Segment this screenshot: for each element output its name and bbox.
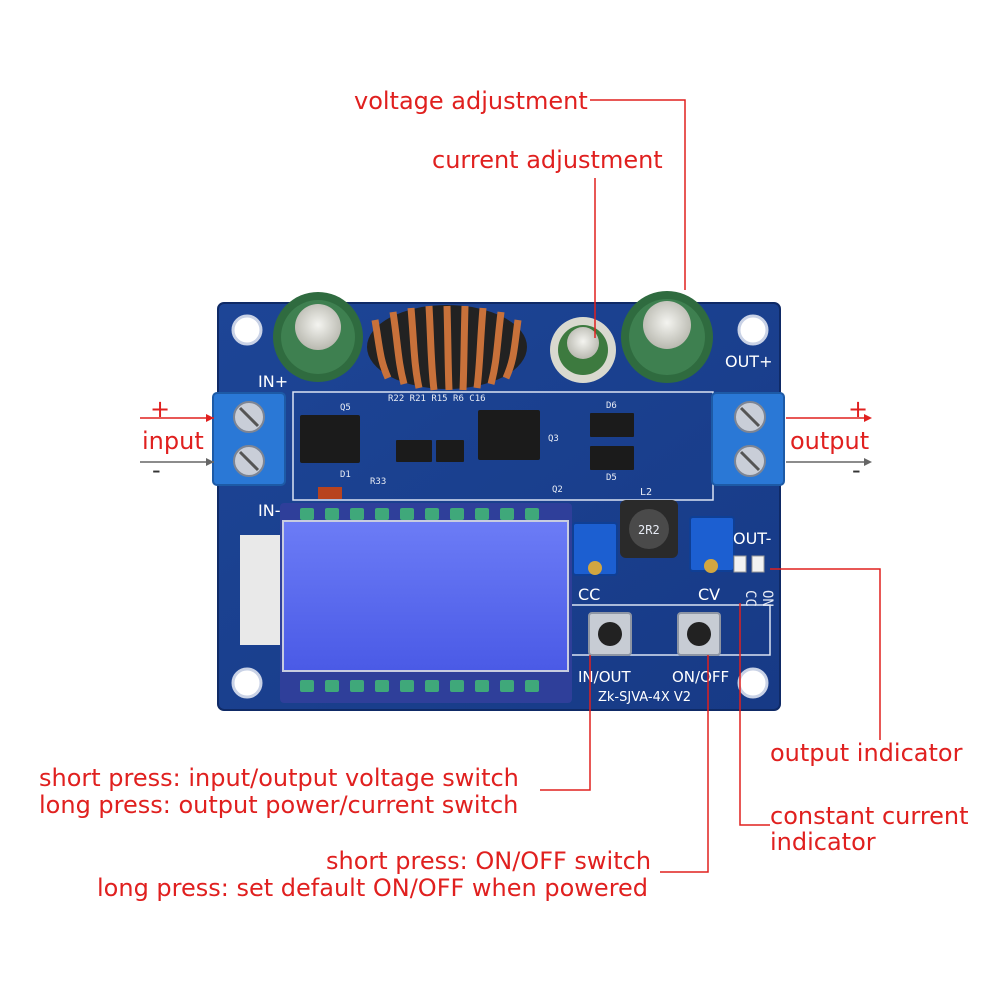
output-minus-sign: - <box>852 456 861 484</box>
input-label: input <box>142 427 204 455</box>
lcd-display <box>240 503 572 703</box>
leader-voltage-adjustment <box>590 99 686 290</box>
electrolytic-capacitor-small <box>550 317 616 383</box>
leader-output-indicator <box>770 568 881 740</box>
label-led-on: ON <box>759 590 775 607</box>
label-in-minus: IN- <box>258 501 280 520</box>
io-arrows <box>140 414 872 466</box>
leader-cc-indicator <box>739 603 770 826</box>
leader-lines <box>540 99 881 873</box>
output-terminal-block <box>711 392 785 486</box>
label-cv-pot: CV <box>698 585 720 604</box>
label-q2: Q2 <box>552 485 563 495</box>
output-label: output <box>790 427 870 455</box>
label-out-plus: OUT+ <box>725 352 772 371</box>
indicator-leds <box>733 555 765 573</box>
output-plus-sign: + <box>848 395 869 423</box>
input-minus-sign: - <box>152 456 161 484</box>
mounting-holes <box>231 314 769 699</box>
leader-in-out-button <box>540 655 591 791</box>
label-q5: Q5 <box>340 403 351 413</box>
current-adjustment-label: current adjustment <box>432 146 663 174</box>
label-r33: R33 <box>370 477 386 487</box>
label-d5: D5 <box>606 473 617 483</box>
cv-trim-pot[interactable] <box>689 516 735 573</box>
label-led-cc: CC <box>742 590 758 607</box>
label-in-plus: IN+ <box>258 372 288 391</box>
label-q3: Q3 <box>548 434 559 444</box>
label-inductor-value: 2R2 <box>638 523 660 537</box>
toroid-inductor <box>367 305 527 391</box>
label-model: Zk-SJVA-4X V2 <box>598 690 691 705</box>
electrolytic-capacitor-input <box>273 292 363 382</box>
output-indicator-label: output indicator <box>770 739 963 767</box>
on-off-button-desc-2: long press: set default ON/OFF when powe… <box>97 874 649 902</box>
constant-current-indicator-label-2: indicator <box>770 828 876 856</box>
in-out-button-desc-2: long press: output power/current switch <box>39 791 519 819</box>
on-off-button-desc-1: short press: ON/OFF switch <box>326 847 652 875</box>
label-refs-top: R22 R21 R15 R6 C16 <box>388 394 486 404</box>
in-out-button[interactable] <box>588 612 632 656</box>
label-cc-pot: CC <box>578 585 600 604</box>
in-out-button-desc-1: short press: input/output voltage switch <box>39 764 519 792</box>
input-terminal-block <box>212 392 286 486</box>
cc-trim-pot[interactable] <box>572 522 618 576</box>
label-out-minus: OUT- <box>733 529 771 548</box>
label-d1: D1 <box>340 470 351 480</box>
electrolytic-capacitor-output <box>621 291 713 383</box>
label-d6: D6 <box>606 401 617 411</box>
label-inductor-ref: L2 <box>640 487 652 498</box>
label-on-off-button: ON/OFF <box>672 668 729 686</box>
smd-inductor <box>620 500 678 558</box>
voltage-adjustment-label: voltage adjustment <box>354 87 588 115</box>
transistors <box>300 410 634 499</box>
on-off-button[interactable] <box>677 612 721 656</box>
label-in-out-button: IN/OUT <box>578 668 631 686</box>
input-plus-sign: + <box>150 395 171 423</box>
leader-on-off-button <box>660 655 709 873</box>
constant-current-indicator-label-1: constant current <box>770 802 969 830</box>
